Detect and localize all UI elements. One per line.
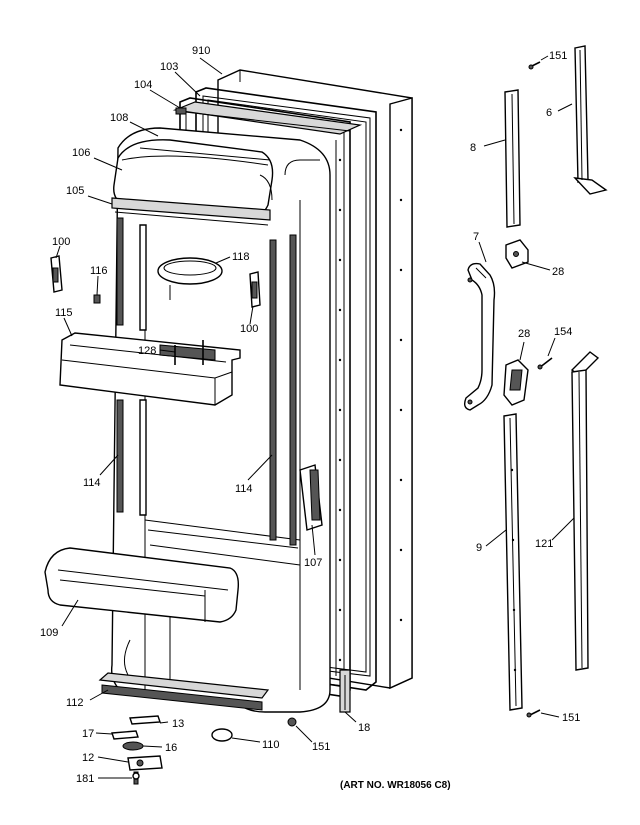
screw-151-top — [528, 61, 541, 70]
label-7: 7 — [473, 231, 479, 243]
label-118: 118 — [232, 251, 250, 263]
label-108: 108 — [110, 112, 128, 124]
label-181: 181 — [76, 773, 94, 785]
label-151-right: 151 — [562, 712, 580, 724]
label-28-upper: 28 — [552, 266, 564, 278]
label-106: 106 — [72, 147, 90, 159]
label-16: 16 — [165, 742, 177, 754]
hinge-strip-18 — [339, 669, 351, 713]
bracket-100-left — [50, 255, 63, 293]
bracket-100-right — [249, 271, 261, 308]
label-105: 105 — [66, 185, 84, 197]
label-116: 116 — [90, 265, 108, 277]
label-8: 8 — [470, 142, 476, 154]
screw-151-bottom — [287, 717, 297, 727]
label-109: 109 — [40, 627, 58, 639]
bracket-28-lower — [503, 359, 529, 406]
label-151-bottom: 151 — [312, 741, 330, 753]
label-17: 17 — [82, 728, 94, 740]
screw-154 — [537, 357, 553, 370]
screw-151-right — [526, 709, 541, 718]
trim-6 — [573, 45, 608, 195]
label-121: 121 — [535, 538, 553, 550]
trim-9 — [503, 413, 523, 711]
clip-116 — [93, 294, 101, 304]
label-6: 6 — [546, 107, 552, 119]
bracket-28-upper — [505, 239, 529, 269]
top-trim-strip — [172, 101, 363, 135]
label-112: 112 — [66, 697, 84, 709]
part-110 — [211, 728, 233, 742]
dairy-bin-105 — [111, 197, 271, 226]
label-103: 103 — [160, 61, 178, 73]
small-parts — [111, 715, 163, 785]
leader-lines — [55, 55, 575, 779]
label-151-top: 151 — [549, 50, 567, 62]
part-labels: 910 103 104 108 106 105 100 116 118 100 … — [40, 45, 580, 785]
bottom-trim-112 — [98, 672, 270, 711]
label-154: 154 — [554, 326, 572, 338]
label-114-left: 114 — [83, 477, 101, 489]
damper-107 — [299, 464, 323, 531]
divider-128 — [159, 340, 216, 365]
trim-8 — [504, 89, 521, 228]
label-910: 910 — [192, 45, 210, 57]
egg-tray-118 — [157, 257, 223, 300]
trim-121 — [570, 351, 600, 671]
label-115: 115 — [55, 307, 73, 319]
label-100-right: 100 — [240, 323, 258, 335]
label-114-right: 114 — [235, 483, 253, 495]
art-number: (ART NO. WR18056 C8) — [340, 780, 451, 791]
label-128: 128 — [138, 345, 156, 357]
label-107: 107 — [304, 557, 322, 569]
label-28-lower: 28 — [518, 328, 530, 340]
label-13: 13 — [172, 718, 184, 730]
label-9: 9 — [476, 542, 482, 554]
label-12: 12 — [82, 752, 94, 764]
label-100-left: 100 — [52, 236, 70, 248]
label-104: 104 — [134, 79, 152, 91]
label-110: 110 — [262, 739, 280, 751]
handle-7 — [463, 262, 496, 411]
screw-104 — [175, 107, 187, 115]
shelf-109 — [44, 547, 240, 623]
shelf-supports-left — [116, 217, 297, 546]
label-18: 18 — [358, 722, 370, 734]
